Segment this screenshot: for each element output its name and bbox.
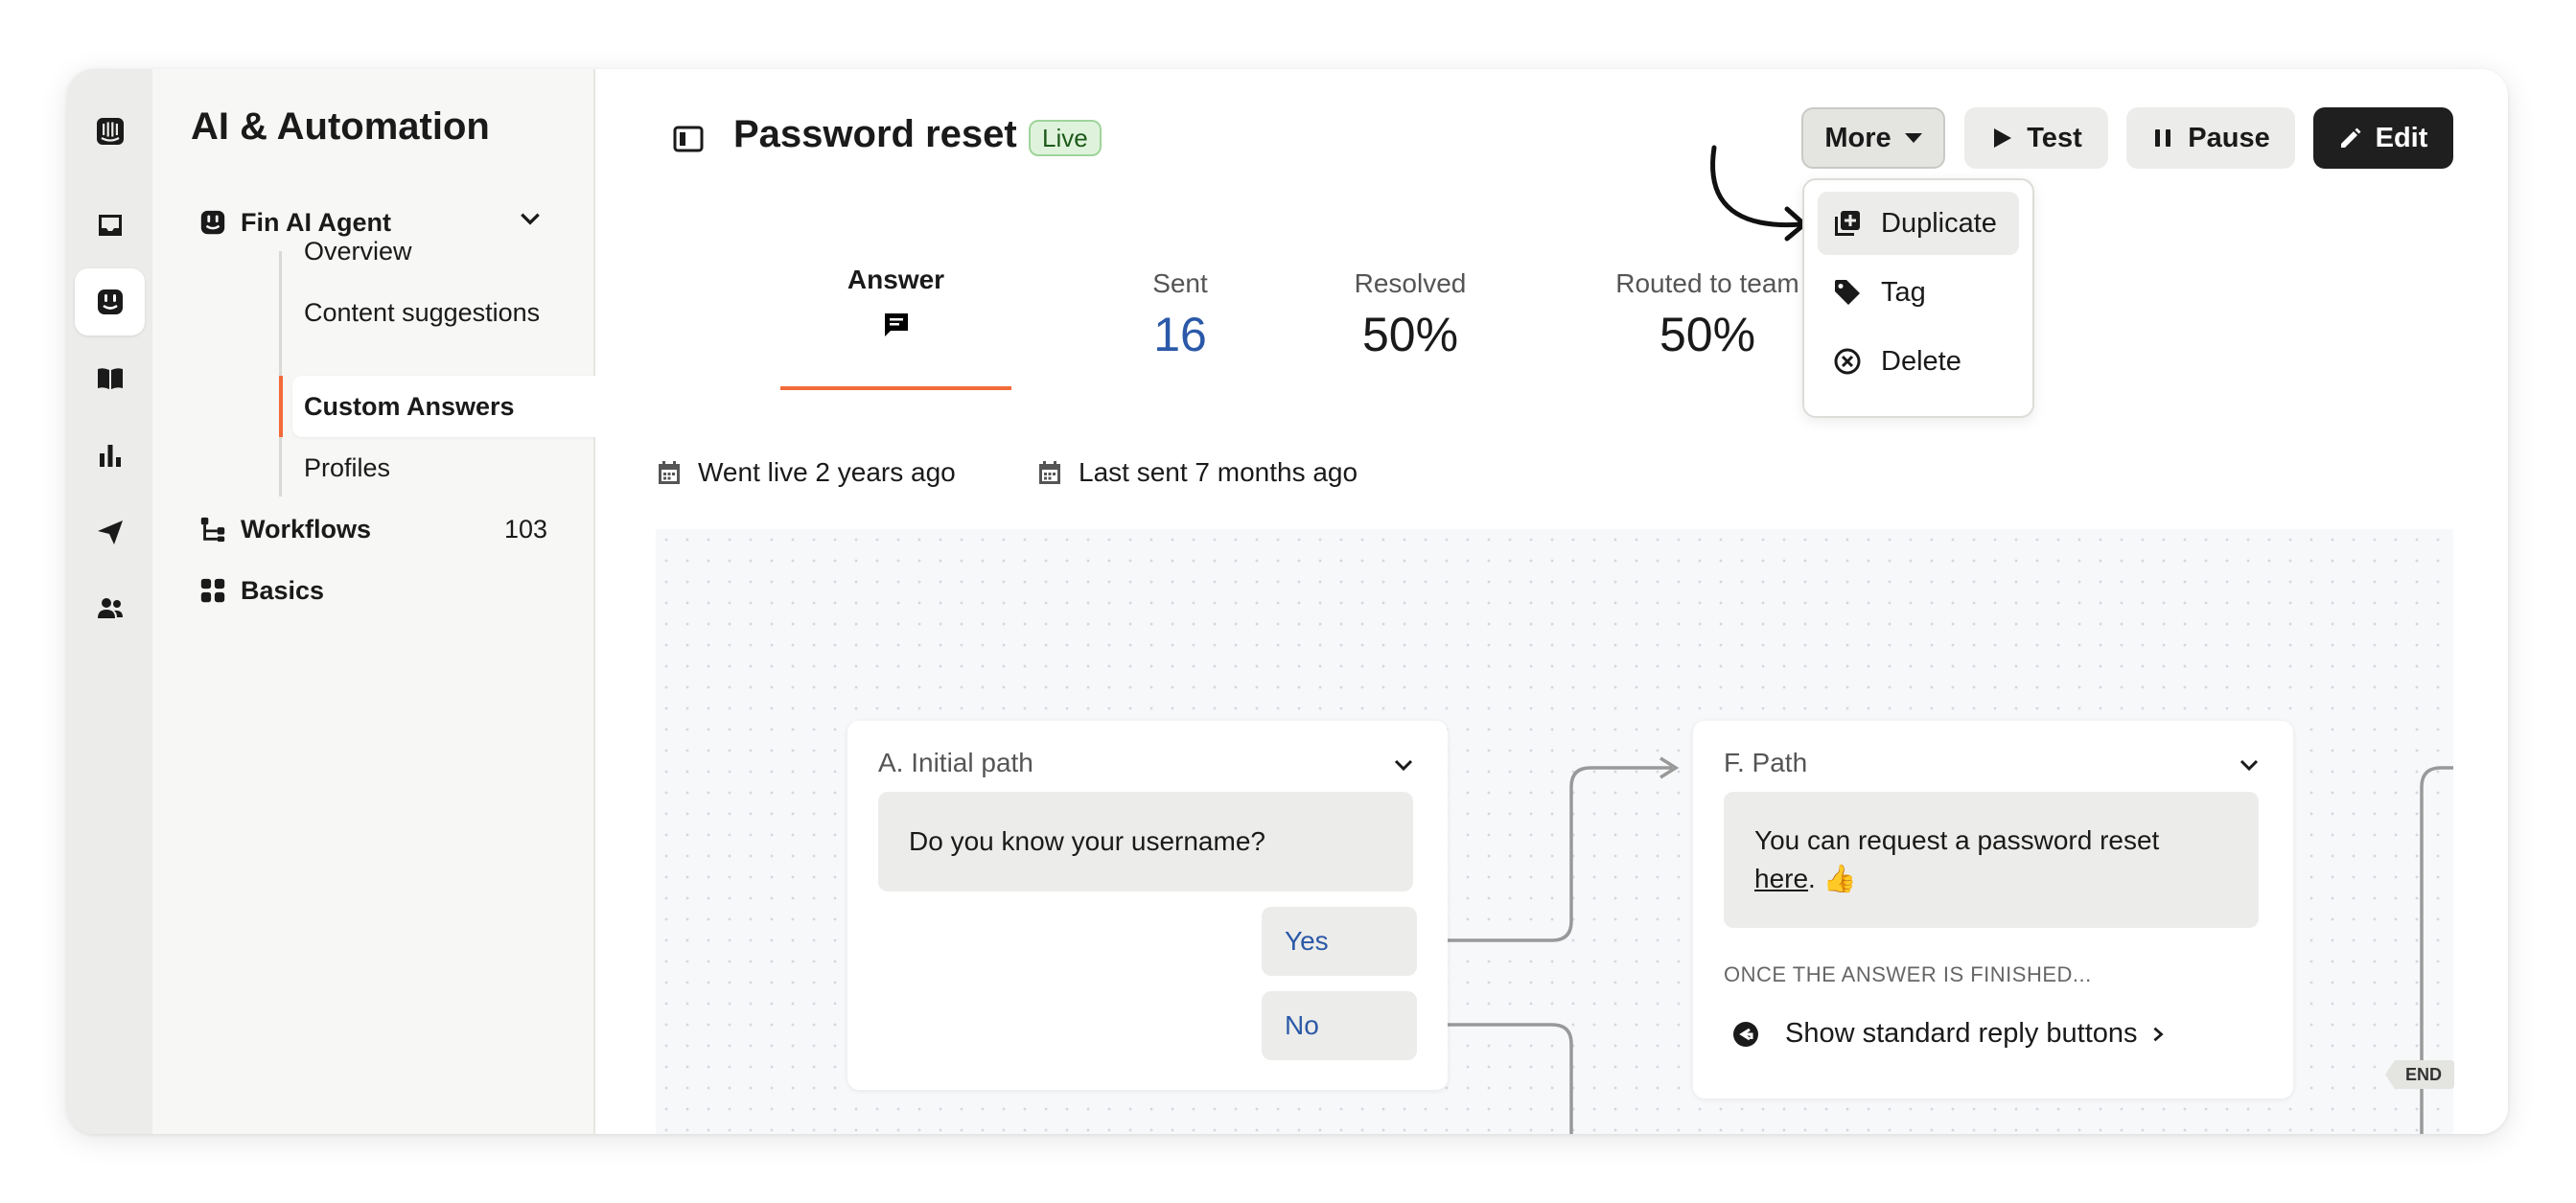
choice-yes-button[interactable]: Yes [1262, 907, 1417, 976]
show-reply-buttons-row[interactable]: Show standard reply buttons [1731, 1018, 2167, 1050]
more-dropdown-menu: Duplicate Tag Delete [1802, 178, 2034, 418]
tab-routed-to-team[interactable]: Routed to team 50% [1564, 268, 1851, 362]
last-sent-meta: Last sent 7 months ago [1036, 457, 1358, 488]
duplicate-icon [1835, 211, 1860, 236]
more-button-label: More [1824, 122, 1891, 153]
menu-item-tag[interactable]: Tag [1818, 261, 2019, 324]
message-text: You can request a password reset [1754, 825, 2160, 855]
stat-label: Resolved [1354, 268, 1467, 298]
page-title: Password reset [733, 113, 1017, 155]
play-icon [1994, 128, 2012, 148]
stat-label: Routed to team [1615, 268, 1799, 298]
end-marker: END [2385, 1060, 2454, 1089]
pause-icon [2155, 129, 2171, 147]
edit-button[interactable]: Edit [2313, 107, 2453, 169]
path-card-f[interactable]: F. Path You can request a password reset… [1693, 721, 2293, 1099]
meta-text: Last sent 7 months ago [1079, 457, 1358, 487]
stat-label: Sent [1152, 268, 1208, 298]
stat-value: 50% [1361, 308, 1459, 361]
flow-canvas[interactable]: A. Initial path Do you know your usernam… [656, 529, 2453, 1134]
tab-resolved[interactable]: Resolved 50% [1305, 268, 1516, 362]
question-bubble: Do you know your username? [878, 792, 1413, 891]
intercom-logo-icon[interactable] [75, 98, 145, 165]
message-line-2: here. 👍 [1754, 860, 1856, 898]
pause-button-label: Pause [2188, 122, 2270, 153]
card-title: F. Path [1724, 748, 1808, 777]
calendar-icon [1039, 461, 1060, 484]
card-title: A. Initial path [878, 748, 1033, 777]
icon-rail [67, 69, 152, 1134]
sidebar-item-overview[interactable]: Overview [304, 236, 412, 266]
sidebar-item-custom-answers[interactable]: Custom Answers [292, 376, 638, 437]
annotation-arrow-icon [1710, 145, 1807, 242]
stat-label: Answer [847, 265, 945, 294]
sidebar-item-label: Basics [241, 575, 325, 605]
once-finished-label: ONCE THE ANSWER IS FINISHED... [1724, 962, 2092, 986]
sidebar-item-workflows[interactable]: Workflows [198, 510, 371, 548]
went-live-meta: Went live 2 years ago [656, 457, 956, 488]
end-label: END [2405, 1065, 2442, 1084]
sidebar-toggle-icon[interactable] [672, 123, 705, 155]
chevron-right-icon [2153, 1027, 2164, 1041]
sidebar-item-basics[interactable]: Basics [198, 571, 324, 610]
grid-apps-icon [200, 578, 225, 603]
reply-buttons-label: Show standard reply buttons [1785, 1018, 2138, 1049]
menu-item-label: Duplicate [1881, 207, 1997, 239]
tree-line [279, 251, 282, 497]
sidebar-item-label: Workflows [241, 514, 372, 544]
active-tab-underline [780, 386, 1011, 390]
chat-message-icon [884, 313, 908, 336]
inbox-icon[interactable] [75, 192, 145, 259]
calendar-icon [659, 461, 680, 484]
menu-item-label: Tag [1881, 276, 1926, 308]
contacts-people-icon[interactable] [75, 575, 145, 642]
chevron-down-icon[interactable] [2238, 753, 2261, 776]
outbound-send-icon[interactable] [75, 498, 145, 566]
status-badge: Live [1029, 120, 1102, 156]
delete-circle-x-icon [1834, 348, 1861, 375]
knowledge-book-icon[interactable] [75, 345, 145, 412]
workflows-count: 103 [503, 515, 547, 544]
message-tail: . 👍 [1808, 864, 1857, 893]
sidebar-item-label: Fin AI Agent [241, 207, 391, 237]
menu-item-delete[interactable]: Delete [1818, 330, 2019, 393]
automation-sidebar: AI & Automation Fin AI Agent Overview Co… [152, 69, 638, 1134]
password-reset-link[interactable]: here [1754, 864, 1809, 893]
more-button[interactable]: More [1801, 107, 1945, 169]
meta-text: Went live 2 years ago [698, 457, 956, 487]
choice-no-button[interactable]: No [1262, 991, 1417, 1060]
menu-item-duplicate[interactable]: Duplicate [1818, 192, 2019, 255]
flow-connectors [1444, 756, 2453, 1134]
main-panel: Password reset Live More Test Pause Edit [595, 69, 2508, 1134]
answer-message-bubble: You can request a password reset here. 👍 [1724, 792, 2259, 928]
test-button-label: Test [2027, 122, 2082, 153]
reports-chart-icon[interactable] [75, 422, 145, 489]
workflow-branch-icon [200, 517, 225, 543]
sidebar-item-fin-ai-agent[interactable]: Fin AI Agent [198, 203, 391, 242]
stat-value: 50% [1659, 308, 1756, 361]
sidebar-item-profiles[interactable]: Profiles [304, 452, 391, 482]
tab-answer[interactable]: Answer [780, 265, 1011, 344]
fin-agent-icon [200, 210, 225, 235]
chevron-down-icon[interactable] [1392, 753, 1415, 776]
edit-button-label: Edit [2375, 122, 2428, 153]
active-indicator [279, 376, 283, 437]
pencil-icon [2340, 127, 2361, 148]
tab-sent[interactable]: Sent 16 [1094, 268, 1266, 362]
reply-arrow-icon [1733, 1021, 1758, 1047]
test-button[interactable]: Test [1964, 107, 2108, 169]
sidebar-title: AI & Automation [191, 105, 490, 148]
tag-icon [1835, 280, 1860, 305]
path-card-a[interactable]: A. Initial path Do you know your usernam… [847, 721, 1448, 1090]
fin-agent-icon[interactable] [75, 268, 145, 335]
app-window: AI & Automation Fin AI Agent Overview Co… [67, 69, 2508, 1134]
sidebar-item-content-suggestions[interactable]: Content suggestions [304, 297, 541, 327]
menu-item-label: Delete [1881, 345, 1961, 377]
stat-value: 16 [1153, 308, 1207, 361]
chevron-down-icon[interactable] [518, 206, 543, 231]
caret-down-icon [1904, 133, 1922, 143]
pause-button[interactable]: Pause [2126, 107, 2295, 169]
